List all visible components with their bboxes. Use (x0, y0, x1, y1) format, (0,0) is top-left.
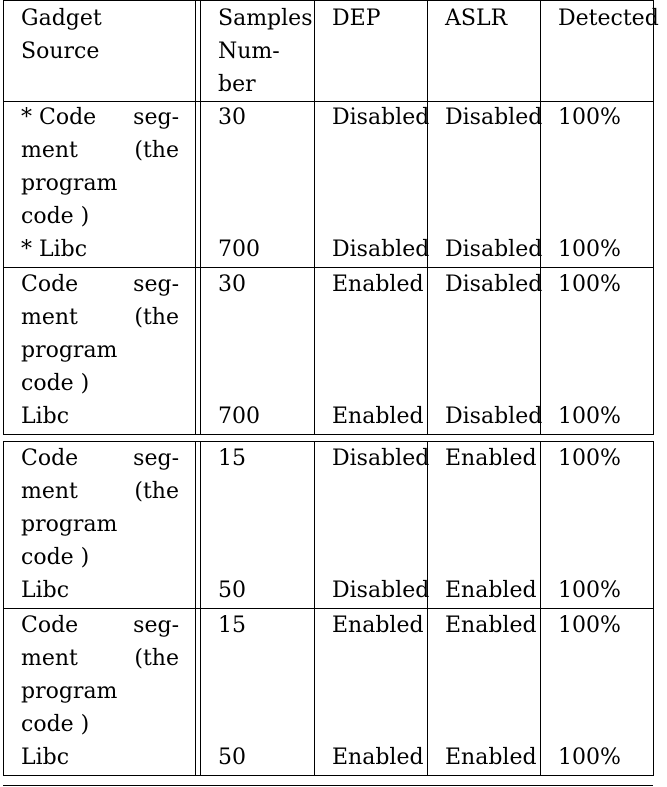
g3r1-samples: 15 (218, 446, 246, 471)
g4r1-source-line4: code ) (21, 712, 90, 737)
g1r1-samples: 30 (218, 105, 246, 130)
header-samples-line3: ber (218, 72, 256, 97)
g2r1-dep: Enabled (332, 272, 424, 297)
header-samples-line2: Num- (218, 39, 280, 64)
g3r1-source-line3: program (21, 512, 118, 537)
table-bottom-rule (3, 775, 653, 776)
g4r2-source: Libc (21, 745, 70, 770)
g2r1-samples: 30 (218, 272, 246, 297)
g4r2-aslr: Enabled (445, 745, 537, 770)
g3r2-source: Libc (21, 578, 70, 603)
group3-bottom-rule (3, 608, 653, 609)
g3r2-samples: 50 (218, 578, 246, 603)
g1r1-detected: 100% (558, 105, 621, 130)
g1r2-detected: 100% (558, 237, 621, 262)
g1r1-aslr: Disabled (445, 105, 543, 130)
g3r1-source-line4: code ) (21, 545, 90, 570)
right-border (653, 0, 654, 435)
header-bottom-rule (3, 101, 653, 102)
g4r2-samples: 50 (218, 745, 246, 770)
double-rule-b (200, 0, 201, 435)
double-rule-b-lower (200, 441, 201, 776)
col-rule-dep (314, 0, 315, 435)
g1r1-source-line4: code ) (21, 204, 90, 229)
right-border-lower (653, 441, 654, 776)
g4r1-source-line2: ment(the (21, 646, 179, 671)
header-gadget-source-line2: Source (21, 39, 100, 64)
g4r1-source-line3: program (21, 679, 118, 704)
col-rule-detected-lower (540, 441, 541, 776)
g2r1-aslr: Disabled (445, 272, 543, 297)
g2r1-source-line3: program (21, 338, 118, 363)
table-top-rule (3, 0, 653, 1)
page-footer-rule (3, 785, 653, 786)
g1r2-source: * Libc (21, 237, 88, 262)
col-rule-dep-lower (314, 441, 315, 776)
g2r1-detected: 100% (558, 272, 621, 297)
header-aslr: ASLR (445, 6, 508, 31)
header-samples-line1: Samples (218, 6, 313, 31)
g3r1-dep: Disabled (332, 446, 430, 471)
left-border-lower (3, 441, 4, 776)
g4r2-dep: Enabled (332, 745, 424, 770)
g3r2-detected: 100% (558, 578, 621, 603)
g1r1-source-line2: ment(the (21, 138, 179, 163)
g3r2-dep: Disabled (332, 578, 430, 603)
g2r2-samples: 700 (218, 404, 260, 429)
header-gadget-source-line1: Gadget (21, 6, 102, 31)
g3r1-aslr: Enabled (445, 446, 537, 471)
double-rule-a-lower (195, 441, 196, 776)
g1r2-dep: Disabled (332, 237, 430, 262)
g2r2-source: Libc (21, 404, 70, 429)
g3r2-aslr: Enabled (445, 578, 537, 603)
header-dep: DEP (332, 6, 381, 31)
g1r2-samples: 700 (218, 237, 260, 262)
g4r1-detected: 100% (558, 613, 621, 638)
group1-bottom-rule (3, 267, 653, 268)
group2-bottom-rule-2 (3, 441, 653, 442)
g3r1-detected: 100% (558, 446, 621, 471)
g4r1-samples: 15 (218, 613, 246, 638)
g2r1-source-line2: ment(the (21, 305, 179, 330)
g2r1-source-line4: code ) (21, 371, 90, 396)
col-rule-aslr-lower (427, 441, 428, 776)
g4r1-aslr: Enabled (445, 613, 537, 638)
g2r2-dep: Enabled (332, 404, 424, 429)
g4r2-detected: 100% (558, 745, 621, 770)
g3r1-source-line2: ment(the (21, 479, 179, 504)
left-border (3, 0, 4, 435)
group2-bottom-rule-1 (3, 434, 653, 435)
g1r1-source-line3: program (21, 171, 118, 196)
g2r2-detected: 100% (558, 404, 621, 429)
g1r2-aslr: Disabled (445, 237, 543, 262)
col-rule-aslr (427, 0, 428, 435)
col-rule-detected (540, 0, 541, 435)
g4r1-dep: Enabled (332, 613, 424, 638)
double-rule-a (195, 0, 196, 435)
header-detected: Detected (558, 6, 659, 31)
g2r2-aslr: Disabled (445, 404, 543, 429)
g1r1-dep: Disabled (332, 105, 430, 130)
